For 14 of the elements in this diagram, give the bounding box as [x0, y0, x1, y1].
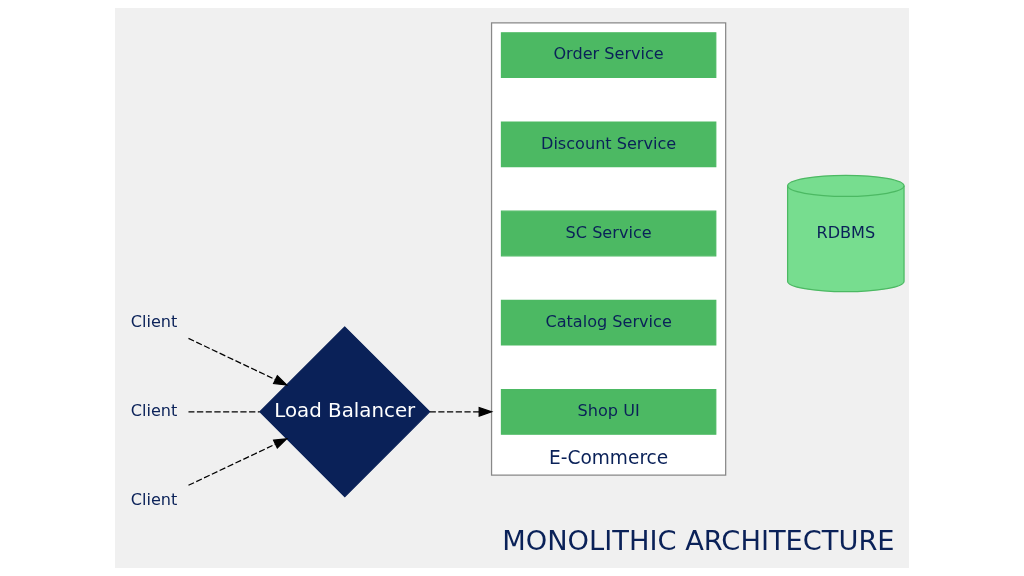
node-box: Order Service — [500, 32, 717, 79]
arrow — [187, 438, 289, 486]
node-text: Client — [130, 401, 178, 421]
node-text: Client — [130, 490, 178, 510]
node-text: Client — [130, 311, 178, 331]
arrow — [187, 337, 289, 386]
node-box: SC Service — [500, 210, 717, 257]
node-box: Discount Service — [500, 121, 717, 168]
node-diamond: Load Balancer — [259, 326, 431, 498]
node-box: Catalog Service — [500, 299, 717, 346]
node-box: Shop UI — [500, 388, 717, 435]
arrow — [429, 406, 494, 418]
caption: MONOLITHIC ARCHITECTURE — [502, 525, 895, 557]
connector — [187, 411, 261, 413]
